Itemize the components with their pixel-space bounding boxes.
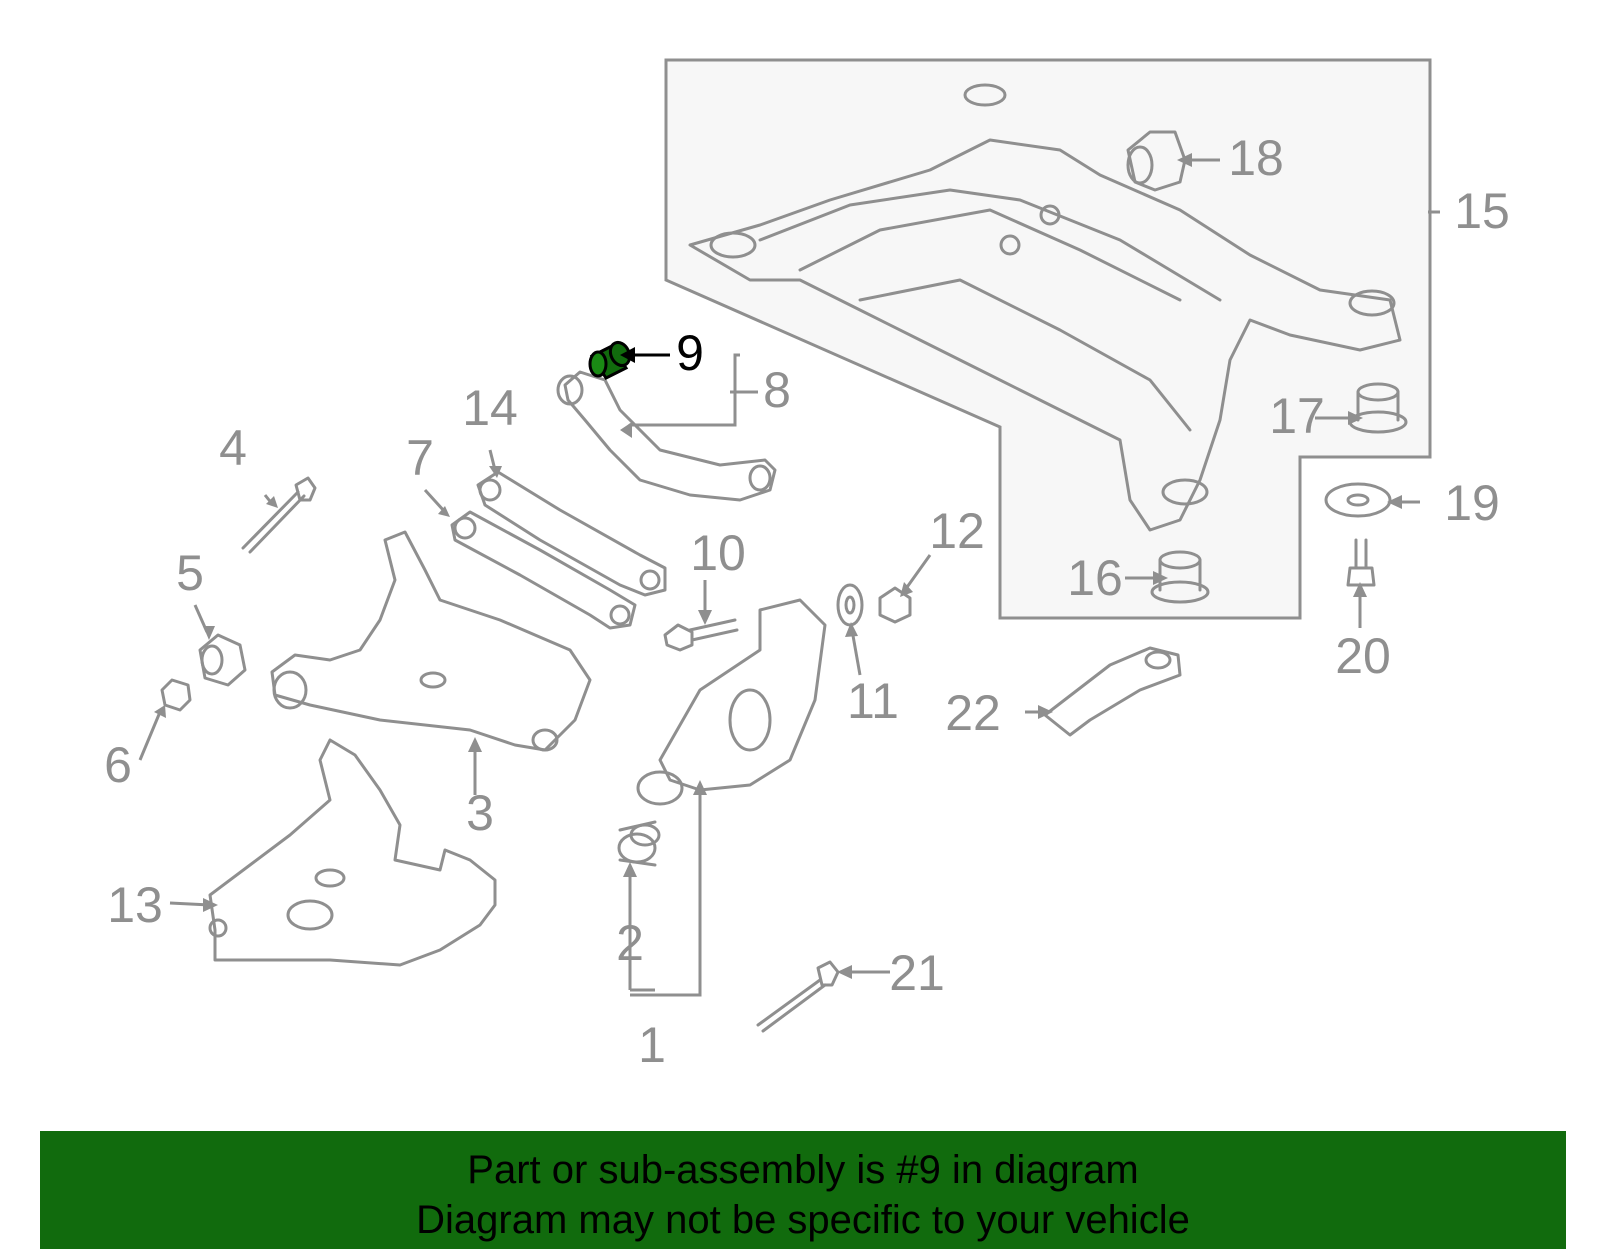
part-bushing-5[interactable] (198, 633, 247, 687)
arrowhead-9 (620, 347, 635, 363)
callout-15: 15 (1454, 183, 1510, 239)
callout-3: 3 (466, 785, 494, 841)
callout-10: 10 (690, 525, 746, 581)
parts-diagram: 1 2 3 4 5 6 7 8 9 10 11 12 13 14 15 16 1… (104, 58, 1510, 1073)
callout-17: 17 (1269, 388, 1325, 444)
part-bracket-22[interactable] (1043, 646, 1182, 737)
part-nut-12[interactable] (878, 586, 912, 624)
callout-14: 14 (462, 380, 518, 436)
banner-line-2: Diagram may not be specific to your vehi… (416, 1198, 1190, 1242)
part-washer-19[interactable] (1324, 482, 1392, 518)
callout-21: 21 (889, 945, 945, 1001)
callout-1: 1 (638, 1017, 666, 1073)
part-bolt-21[interactable] (756, 960, 840, 1033)
part-upper-arm-8[interactable] (556, 370, 777, 502)
part-bushing-18[interactable] (1126, 130, 1187, 192)
callout-13: 13 (107, 877, 163, 933)
callout-2: 2 (616, 915, 644, 971)
callout-19: 19 (1444, 475, 1500, 531)
part-link-14[interactable] (476, 470, 667, 597)
callout-12: 12 (929, 503, 985, 559)
part-knuckle-1[interactable] (636, 598, 827, 806)
part-bolt-20[interactable] (1346, 538, 1376, 587)
part-bolt-4[interactable] (241, 476, 317, 554)
arrowheads (154, 153, 1402, 979)
callout-6: 6 (104, 737, 132, 793)
part-bushing-9-highlighted[interactable] (588, 339, 633, 380)
part-subframe[interactable] (688, 83, 1402, 532)
callout-5: 5 (176, 545, 204, 601)
part-bolt-10[interactable] (663, 618, 739, 652)
part-bushing-2[interactable] (617, 820, 661, 867)
part-lower-arm-3[interactable] (270, 530, 592, 752)
callout-22: 22 (945, 685, 1001, 741)
part-shield-13[interactable] (208, 738, 497, 967)
callout-9: 9 (676, 325, 704, 381)
callout-8: 8 (763, 362, 791, 418)
callout-11: 11 (847, 673, 899, 729)
part-link-7[interactable] (450, 510, 637, 630)
callout-4: 4 (219, 420, 247, 476)
banner-line-1: Part or sub-assembly is #9 in diagram (467, 1148, 1139, 1192)
part-washer-11[interactable] (836, 583, 864, 627)
part-nut-6[interactable] (160, 678, 192, 712)
callout-7: 7 (406, 430, 434, 486)
callout-20: 20 (1335, 628, 1391, 684)
callout-18: 18 (1228, 130, 1284, 186)
callout-16: 16 (1067, 550, 1123, 606)
info-banner: Part or sub-assembly is #9 in diagram Di… (40, 1131, 1566, 1249)
